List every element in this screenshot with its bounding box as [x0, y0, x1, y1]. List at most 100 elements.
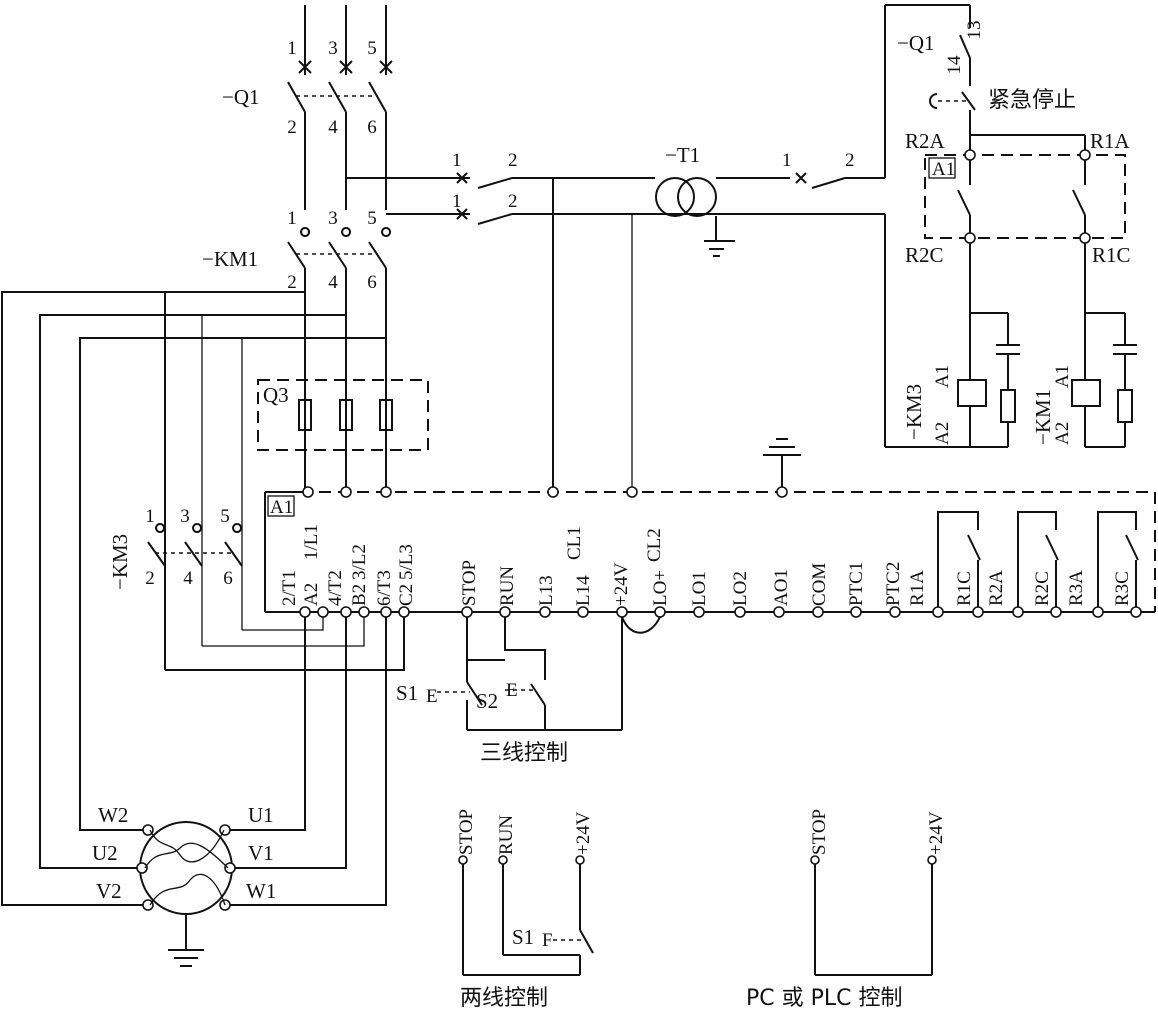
- bottom-terminal-row: [299, 606, 1142, 634]
- km3-coil-a1: A1: [932, 365, 953, 388]
- motor-wiring: [1, 291, 405, 906]
- km3-pole-1: 1: [145, 506, 155, 527]
- km1-pole-3: 3: [328, 208, 338, 229]
- tap1-right-num: 2: [508, 150, 518, 171]
- control-supply: 1 2 1 2: [346, 150, 885, 492]
- incoming-supply: [304, 5, 387, 75]
- term-a2: A2: [301, 583, 322, 606]
- km1-pole-2: 2: [287, 272, 297, 293]
- emergency-stop-label: 紧急停止: [988, 88, 1076, 113]
- t1-label: −T1: [665, 143, 700, 167]
- term-b2: B2: [349, 584, 370, 606]
- motor: W2 U1 U2 V1 V2 W1: [92, 803, 276, 967]
- q1-pole-4: 4: [328, 117, 338, 138]
- s1f-label: S1: [512, 925, 534, 949]
- term-ptc1: PTC1: [846, 562, 867, 606]
- motor-u1: U1: [248, 803, 274, 827]
- q1-pole-2: 2: [287, 117, 297, 138]
- q1-pole-6: 6: [367, 117, 377, 138]
- two-wire-control: STOP RUN +24V S1 F 两线控制: [456, 809, 594, 1011]
- r2c-label: R2C: [905, 243, 944, 267]
- km3-coil-a2: A2: [932, 422, 953, 445]
- motor-u2: U2: [92, 841, 118, 865]
- s2e-sub: E: [506, 680, 518, 701]
- aux-14: 14: [944, 55, 965, 75]
- contactor-km3: 1 3 5 2 4 6 −KM3: [108, 292, 243, 670]
- km1-coil-label: −KM1: [1031, 389, 1055, 445]
- r2a-label: R2A: [905, 129, 946, 153]
- km3-pole-6: 6: [223, 568, 233, 589]
- km3-label: −KM3: [108, 534, 132, 590]
- term-r3a: R3A: [1066, 570, 1087, 606]
- term-6t3: 6/T3: [374, 570, 395, 606]
- term-2t1: 2/T1: [279, 570, 300, 606]
- fuse-q3: Q3: [257, 379, 429, 451]
- tap1-left-num: 1: [452, 150, 462, 171]
- q1-pole-1: 1: [287, 38, 297, 59]
- term-24v: +24V: [611, 562, 632, 606]
- tw-run: RUN: [496, 815, 517, 855]
- pc-plc-label: PC 或 PLC 控制: [746, 986, 903, 1011]
- two-wire-label: 两线控制: [460, 986, 548, 1011]
- term-ptc2: PTC2: [883, 562, 904, 606]
- term-com: COM: [809, 563, 830, 606]
- km3-pole-2: 2: [145, 568, 155, 589]
- transformer-t1: −T1 1 2: [655, 143, 885, 257]
- motor-w2: W2: [98, 803, 128, 827]
- three-wire-label: 三线控制: [480, 741, 568, 766]
- tw-stop: STOP: [456, 809, 477, 855]
- km3-pole-3: 3: [180, 506, 190, 527]
- term-r3c: R3C: [1112, 571, 1133, 606]
- term-r1a: R1A: [907, 570, 928, 606]
- term-3l2: 3/L2: [349, 544, 370, 580]
- tap2-left-num: 1: [452, 191, 462, 212]
- soft-starter-a1: A1: [264, 438, 1156, 613]
- km1-coil-a2: A2: [1052, 422, 1073, 445]
- km1-pole-1: 1: [287, 208, 297, 229]
- q1-label: −Q1: [222, 85, 260, 109]
- term-5l3: 5/L3: [396, 544, 417, 580]
- s1e-sub: E: [426, 686, 438, 707]
- km1-pole-4: 4: [328, 272, 338, 293]
- tap2-right-num: 2: [508, 191, 518, 212]
- q1-aux-label: −Q1: [897, 31, 935, 55]
- r1a-label: R1A: [1090, 129, 1131, 153]
- term-l14: L14: [573, 575, 594, 606]
- control-terminals: STOP RUN L13 L14 CL1 +24V LO+ CL2 LO1 LO…: [459, 526, 1133, 606]
- relay-a1-label: A1: [932, 159, 955, 180]
- q1-pole-3: 3: [328, 38, 338, 59]
- term-ao1: AO1: [771, 569, 792, 606]
- contactor-km1: 1 3 5 2 4 6 −KM1: [202, 208, 392, 490]
- three-wire-control: S1 E S2 E 三线控制: [396, 617, 623, 766]
- term-1l1: 1/L1: [301, 524, 322, 560]
- starter-relay-contacts: [937, 511, 1139, 612]
- t1-sw-1: 1: [782, 150, 792, 171]
- km1-coil-a1: A1: [1052, 365, 1073, 388]
- plc-24v: +24V: [926, 811, 947, 855]
- s2e-label: S2: [476, 689, 498, 713]
- relay-control-loop: −Q1 13 14 紧急停止 R2A R1A A1 R2C R1C: [884, 4, 1137, 448]
- km3-pole-4: 4: [183, 568, 193, 589]
- km1-pole-5: 5: [367, 208, 377, 229]
- s1f-sub: F: [542, 930, 553, 951]
- motor-w1: W1: [246, 879, 276, 903]
- term-cl1: CL1: [564, 526, 585, 560]
- q1-pole-5: 5: [367, 38, 377, 59]
- pc-plc-control: STOP +24V PC 或 PLC 控制: [746, 809, 947, 1011]
- a1-box-label: A1: [270, 497, 293, 518]
- km1-label: −KM1: [202, 247, 258, 271]
- term-lo-plus: LO+: [650, 570, 671, 606]
- term-r2a: R2A: [986, 570, 1007, 606]
- term-cl2: CL2: [644, 528, 665, 562]
- term-lo2: LO2: [730, 571, 751, 606]
- plc-stop: STOP: [809, 809, 830, 855]
- r1c-label: R1C: [1092, 243, 1131, 267]
- km1-pole-6: 6: [367, 272, 377, 293]
- q3-label: Q3: [263, 383, 289, 407]
- term-l13: L13: [536, 575, 557, 606]
- term-run: RUN: [497, 566, 518, 606]
- term-lo1: LO1: [689, 571, 710, 606]
- tw-24v: +24V: [573, 811, 594, 855]
- motor-v1: V1: [248, 841, 274, 865]
